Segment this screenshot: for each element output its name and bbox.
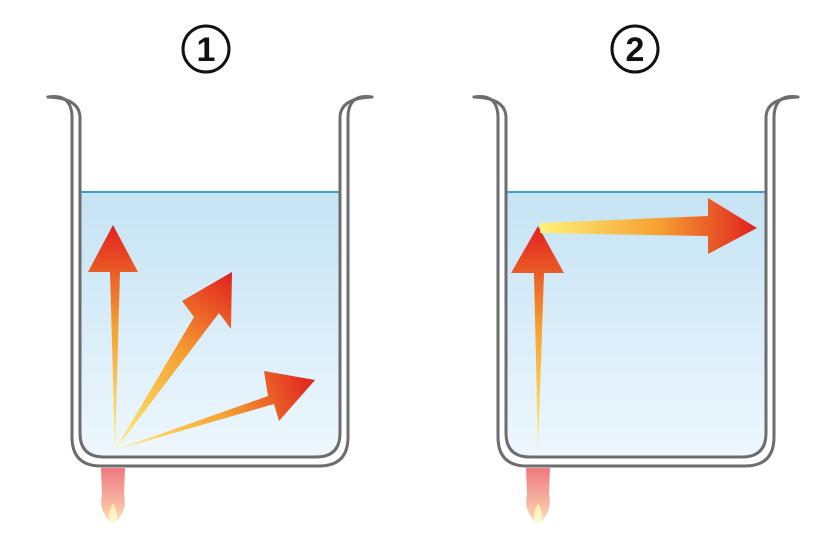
panel-2-label: 2 [610, 24, 660, 74]
heat-arrow-diagonal-2 [115, 371, 315, 450]
heat-arrow-diagonal-1 [115, 272, 232, 450]
beaker-icon [46, 94, 374, 468]
flame-icon [526, 468, 550, 524]
panel-2: 2 [472, 24, 800, 524]
beaker-icon [472, 94, 800, 468]
panel-1-number: 1 [197, 31, 216, 69]
flame-icon [101, 468, 125, 524]
heat-arrow-up-1 [88, 225, 138, 450]
heat-arrow-right [540, 198, 757, 254]
water-2 [506, 192, 766, 457]
heat-arrow-up-2 [511, 226, 564, 450]
panel-1: 1 [46, 24, 374, 524]
panel-2-number: 2 [626, 31, 645, 69]
panel-1-label: 1 [181, 24, 231, 74]
